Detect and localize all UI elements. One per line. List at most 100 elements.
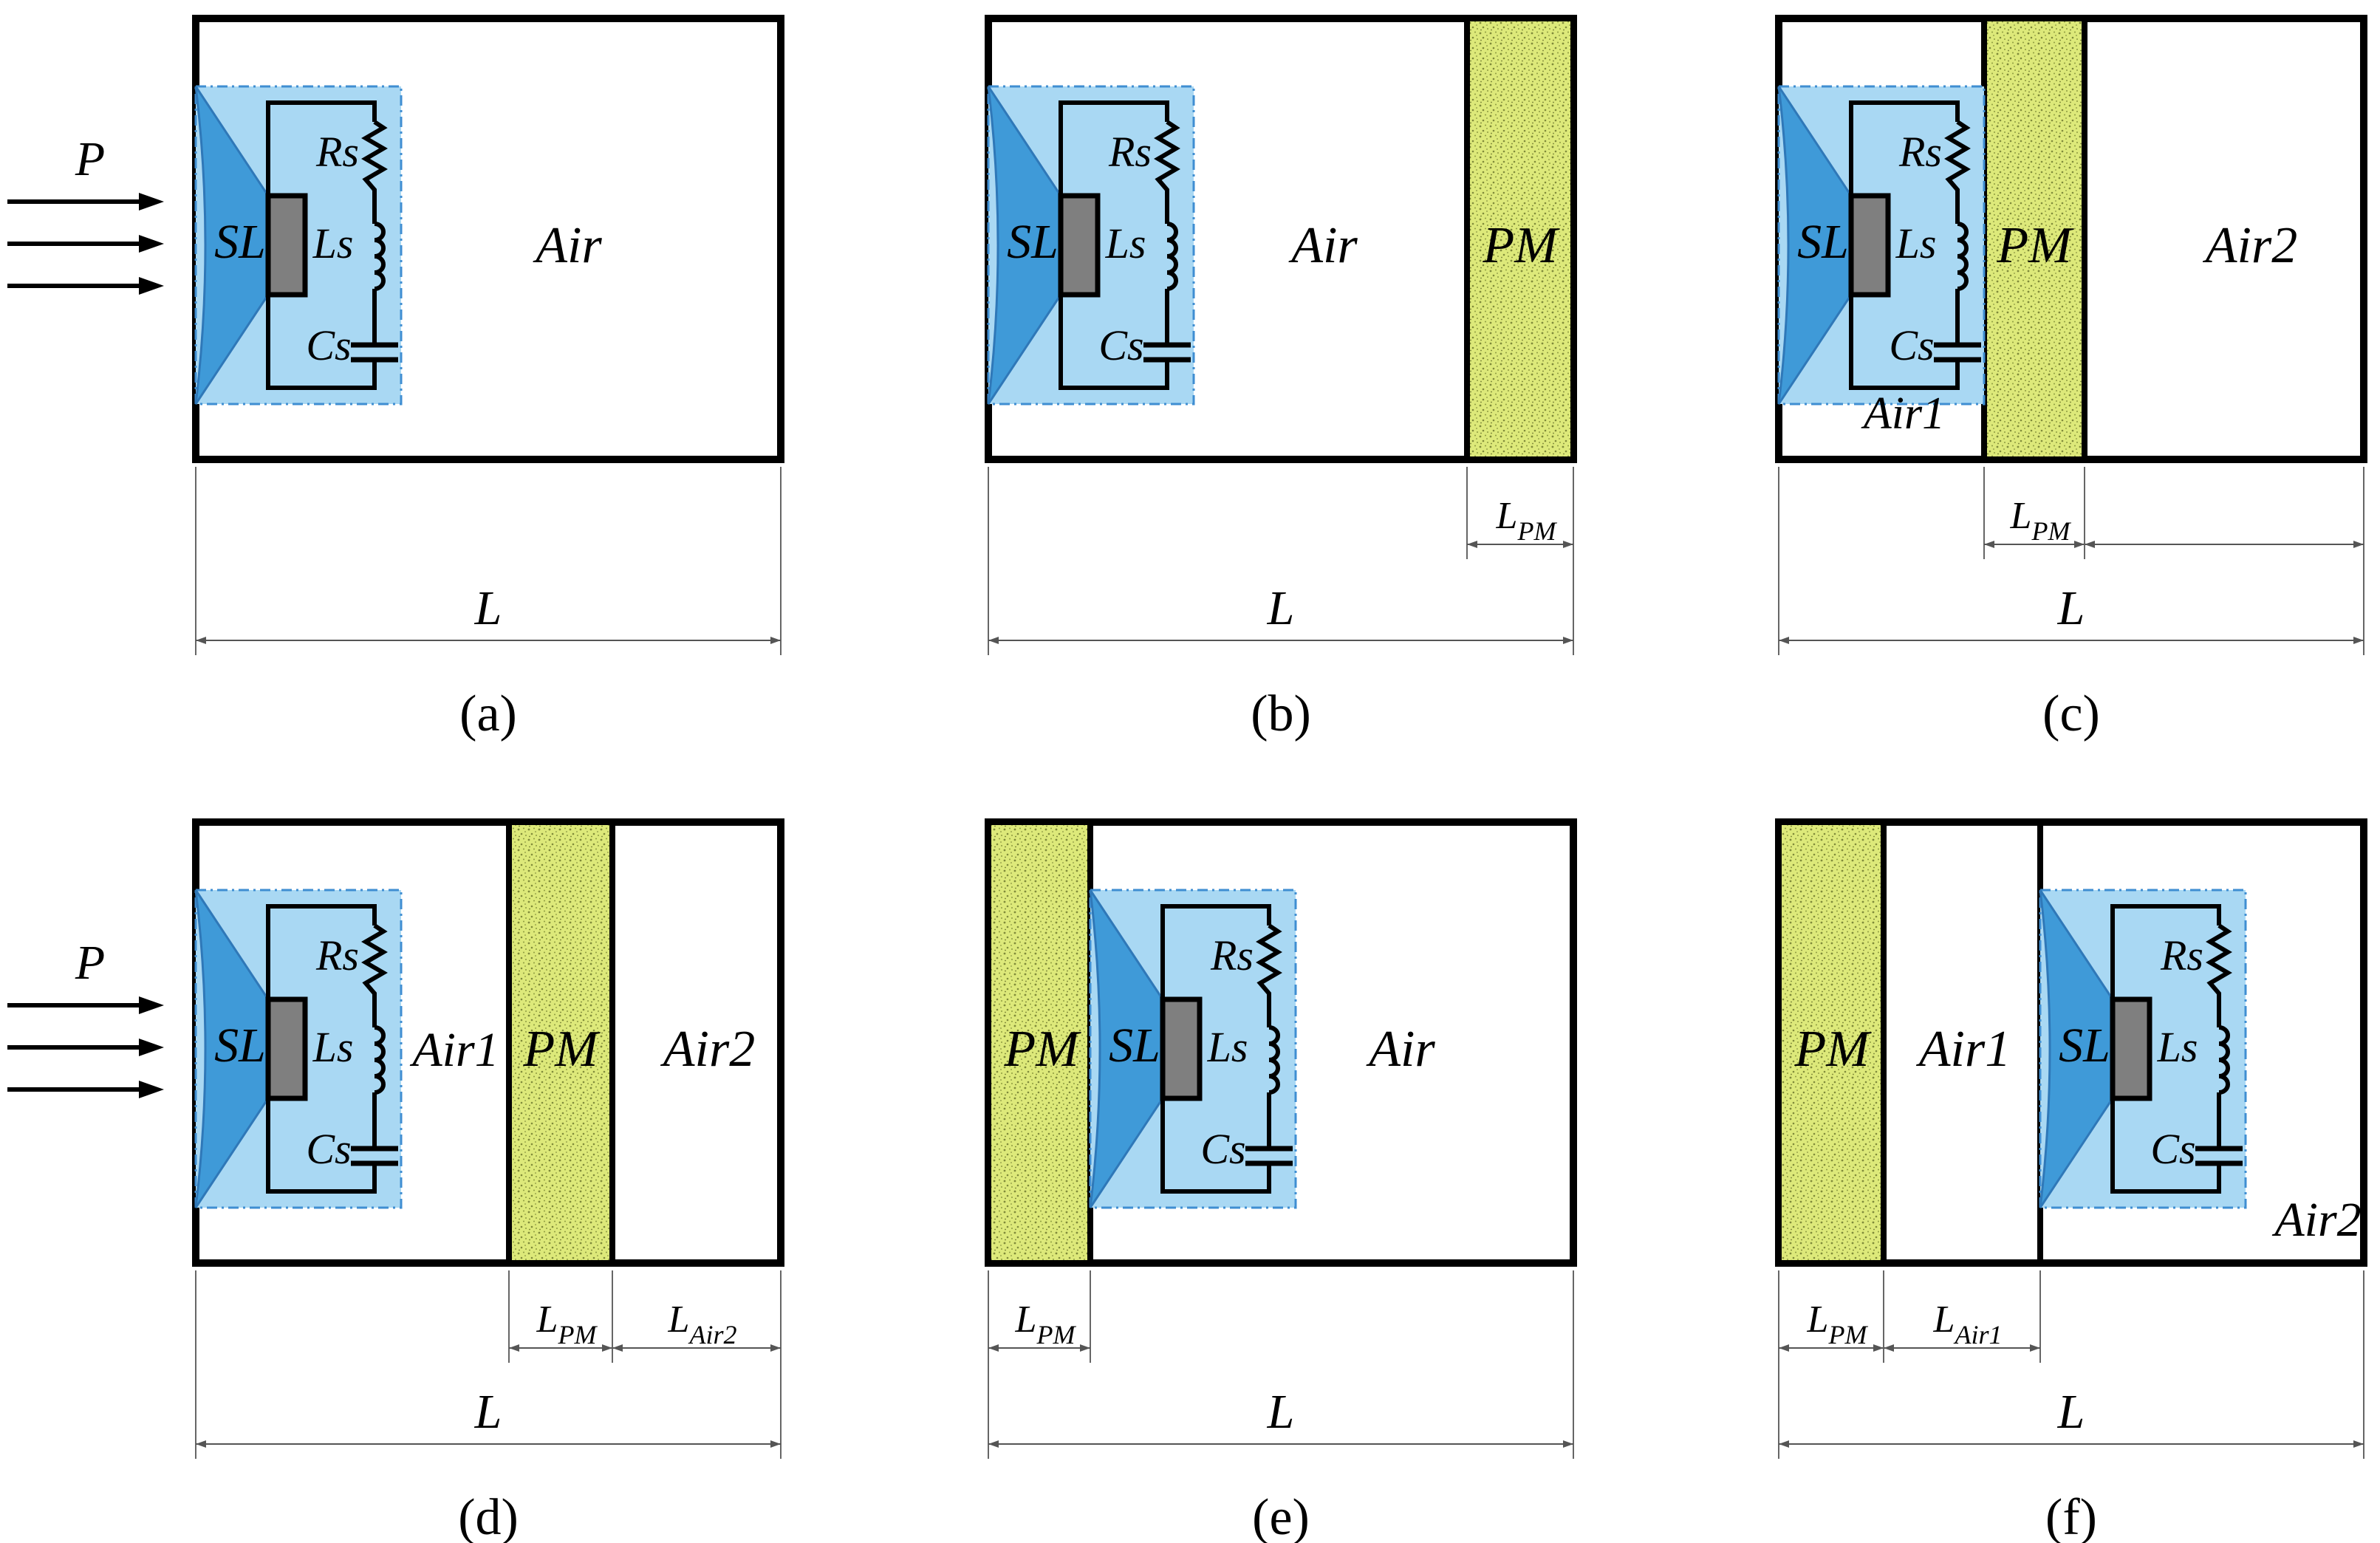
total-length-label: L bbox=[2057, 1385, 2085, 1439]
segment-dimension bbox=[1467, 541, 1573, 548]
speaker-label: SL bbox=[1797, 215, 1849, 269]
porous-material-layer bbox=[985, 819, 1093, 1266]
magnet-icon bbox=[2110, 996, 2152, 1101]
resistor-icon bbox=[1256, 923, 1282, 1027]
porous-material-layer bbox=[1981, 16, 2087, 462]
resistance-label: Rs bbox=[315, 931, 359, 979]
arrow-right-icon bbox=[7, 996, 164, 1014]
region-label-air: Air bbox=[1288, 217, 1358, 274]
inductor-icon bbox=[1267, 1025, 1280, 1149]
inductor-icon bbox=[1165, 222, 1178, 345]
inductor-icon bbox=[2217, 1025, 2230, 1149]
inductor-icon bbox=[1955, 222, 1969, 345]
resistor-icon bbox=[1154, 120, 1180, 224]
panel-caption: (a) bbox=[459, 685, 517, 742]
inductance-label: Ls bbox=[2157, 1023, 2198, 1071]
segment-length-label: LAir1 bbox=[1933, 1299, 2003, 1349]
panel-caption: (c) bbox=[2042, 685, 2100, 742]
capacitor-icon bbox=[2195, 1146, 2243, 1166]
magnet-icon bbox=[265, 996, 308, 1101]
arrow-right-icon bbox=[7, 193, 164, 211]
capacitor-icon bbox=[351, 342, 398, 363]
segment-dimension bbox=[1984, 541, 2085, 548]
segment-dimension bbox=[612, 1344, 781, 1352]
resistor-icon bbox=[1944, 120, 1971, 224]
resistor-icon bbox=[361, 923, 388, 1027]
region-label-pm: PM bbox=[522, 1021, 601, 1078]
total-length-label: L bbox=[474, 1385, 502, 1439]
total-length-dimension bbox=[988, 1440, 1573, 1448]
inductance-label: Ls bbox=[1105, 219, 1146, 267]
capacitor-icon bbox=[1245, 1146, 1293, 1166]
segment-length-label: LPM bbox=[1496, 495, 1558, 546]
region-label-air: Air bbox=[533, 217, 602, 274]
segment-length-label: LPM bbox=[1015, 1299, 1077, 1349]
segment-dimension bbox=[1884, 1344, 2040, 1352]
region-label-air2: Air2 bbox=[2271, 1193, 2361, 1247]
segment-dimension bbox=[1779, 1344, 1884, 1352]
speaker-label: SL bbox=[1007, 215, 1059, 269]
speaker-label: SL bbox=[1109, 1019, 1160, 1072]
region-label-air1: Air1 bbox=[409, 1023, 499, 1077]
porous-material-layer bbox=[1464, 16, 1576, 462]
inductor-icon bbox=[372, 222, 386, 345]
speaker-cone-icon bbox=[2039, 889, 2114, 1208]
region-label-pm: PM bbox=[1996, 217, 2074, 274]
total-length-label: L bbox=[474, 581, 502, 635]
speaker-label: SL bbox=[214, 215, 266, 269]
capacitance-label: Cs bbox=[306, 1125, 351, 1173]
speaker-cone-icon bbox=[194, 86, 270, 405]
total-length-label: L bbox=[2057, 581, 2085, 635]
total-length-dimension bbox=[196, 1440, 781, 1448]
resistance-label: Rs bbox=[1210, 931, 1254, 979]
capacitance-label: Cs bbox=[306, 321, 351, 369]
segment-dimension bbox=[509, 1344, 612, 1352]
arrow-right-icon bbox=[7, 277, 164, 295]
speaker-cone-icon bbox=[987, 86, 1062, 405]
inductance-label: Ls bbox=[312, 1023, 354, 1071]
magnet-icon bbox=[1058, 193, 1101, 298]
capacitor-icon bbox=[1143, 342, 1191, 363]
region-label-air1: Air1 bbox=[1916, 1021, 2011, 1078]
total-length-dimension bbox=[1779, 1440, 2364, 1448]
capacitor-icon bbox=[351, 1146, 398, 1166]
arrow-right-icon bbox=[7, 1081, 164, 1098]
region-label-air2: Air2 bbox=[2203, 217, 2297, 274]
total-length-dimension bbox=[1779, 637, 2364, 644]
segment-length-label: LAir2 bbox=[668, 1299, 737, 1349]
panel-caption: (e) bbox=[1252, 1489, 1310, 1543]
capacitor-icon bbox=[1934, 342, 1981, 363]
segment-dimension bbox=[2085, 541, 2364, 548]
region-label-pm: PM bbox=[1793, 1021, 1872, 1078]
speaker-cone-icon bbox=[194, 889, 270, 1208]
segment-length-label: LPM bbox=[536, 1299, 598, 1349]
panel-caption: (d) bbox=[458, 1489, 519, 1543]
inductance-label: Ls bbox=[312, 219, 354, 267]
speaker-label: SL bbox=[214, 1019, 266, 1072]
inductance-label: Ls bbox=[1895, 219, 1937, 267]
segment-length-label: LPM bbox=[1807, 1299, 1869, 1349]
speaker-cone-icon bbox=[1089, 889, 1164, 1208]
resistance-label: Rs bbox=[1898, 128, 1942, 176]
total-length-label: L bbox=[1267, 1385, 1295, 1439]
segment-length-label: LPM bbox=[2010, 495, 2072, 546]
speaker-label: SL bbox=[2059, 1019, 2110, 1072]
resistance-label: Rs bbox=[315, 128, 359, 176]
inductor-icon bbox=[372, 1025, 386, 1149]
capacitance-label: Cs bbox=[1200, 1125, 1245, 1173]
porous-material-layer bbox=[506, 819, 615, 1266]
resistance-label: Rs bbox=[1108, 128, 1152, 176]
panel-caption: (f) bbox=[2045, 1489, 2097, 1543]
porous-material-layer bbox=[1776, 819, 1887, 1266]
total-length-dimension bbox=[988, 637, 1573, 644]
